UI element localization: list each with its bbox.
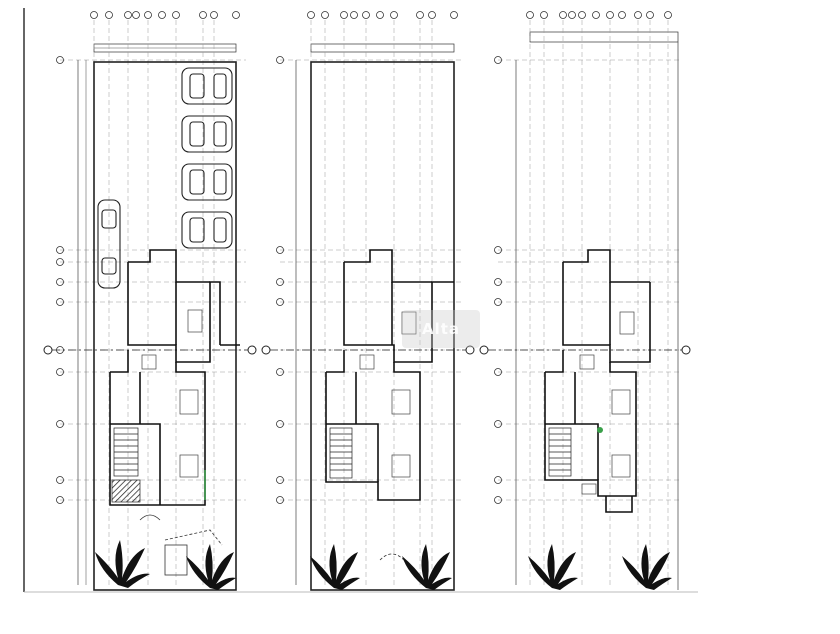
stair-icon	[548, 427, 572, 477]
upper-section-marker	[261, 345, 475, 355]
ground-section-marker	[43, 345, 257, 355]
car-icon	[181, 115, 233, 153]
car-icon	[181, 67, 233, 105]
palm-plant-icon	[402, 544, 452, 590]
palm-plant-icon	[310, 544, 360, 590]
ground-grid-horizontal	[60, 59, 246, 501]
upper-lot-boundary	[310, 61, 455, 591]
roof-building-walls	[544, 249, 651, 513]
upper-building-walls	[325, 249, 454, 501]
palm-plant-icon	[622, 544, 672, 590]
ground-lot-boundary	[93, 61, 237, 591]
upper-floor-plan	[261, 11, 475, 591]
palm-plant-icon	[186, 544, 236, 590]
upper-fixtures	[359, 311, 417, 478]
ground-fixtures	[141, 309, 203, 478]
ground-floor-plan	[43, 11, 257, 591]
upper-grid-bubbles-left	[276, 56, 284, 504]
stair-icon	[113, 427, 139, 477]
car-icon	[97, 199, 121, 289]
stair-icon	[329, 427, 353, 479]
roof-plan	[479, 11, 691, 590]
upper-grid-horizontal	[280, 59, 462, 501]
roof-green-accent	[597, 427, 603, 433]
upper-grid-bubbles-top	[307, 11, 458, 19]
roof-fixtures	[579, 311, 635, 495]
ground-grid-bubbles-top	[90, 11, 240, 19]
palm-plant-icon	[95, 540, 150, 588]
watermark-logo: Alta	[402, 310, 480, 348]
palm-plant-icon	[528, 544, 578, 590]
car-icon	[181, 163, 233, 201]
ground-grid-bubbles-left	[56, 56, 64, 504]
ground-hatched-area	[111, 479, 141, 503]
roof-grid-bubbles-left	[494, 56, 502, 504]
watermark-text: Alta	[421, 320, 461, 338]
roof-grid-bubbles-top	[526, 11, 672, 19]
roof-grid-horizontal	[498, 59, 680, 501]
car-icon	[181, 211, 233, 249]
ground-building-walls	[109, 249, 240, 506]
ground-entrance-path	[139, 514, 223, 576]
